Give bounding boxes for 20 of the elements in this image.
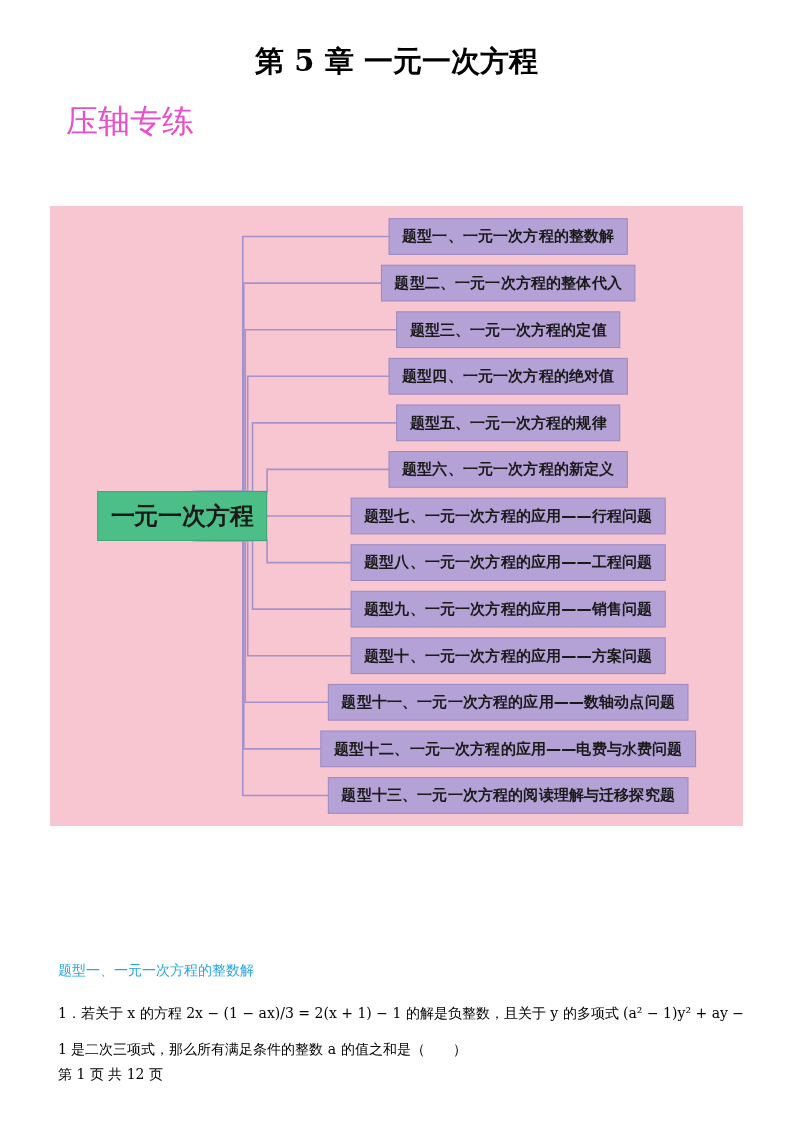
node-box xyxy=(350,637,666,675)
node-box xyxy=(327,777,689,814)
node-box xyxy=(388,357,628,395)
question-text: 1．若关于 x 的方程 2x − (1 − ax)/3 = 2(x + 1) − 1 的解是负整数，且关于 y 的多项式 (a² − 1)y² + ay − 1 是二次三项式，那么所有满足条件的整数 a 的值之和是（ ） xyxy=(58,1004,746,1059)
page-title: 第 5 章 一元一次方程 xyxy=(254,43,539,80)
node-box xyxy=(97,491,268,541)
question-type-heading: 题型一、一元一次方程的整数解 xyxy=(58,962,254,980)
node-box xyxy=(388,218,628,255)
node-box xyxy=(350,497,666,535)
node-box xyxy=(395,311,621,349)
node-box xyxy=(350,590,666,628)
node-box xyxy=(388,451,628,488)
node-box xyxy=(327,683,689,721)
node-box xyxy=(320,730,696,768)
node-box xyxy=(380,264,636,302)
page-footer: 第 1 页 共 12 页 xyxy=(58,1066,163,1084)
section-heading: 压轴专练 xyxy=(66,101,194,142)
mind-map-background: 一元一次方程 题型一、一元一次方程的整数解 题型二、一元一次方程的整体代入 题型三、一元一次方程的定值 题型四、一元一次方程的绝对值 题型五、一元一次方程的规律 题型六、一元一次方程的新定义 题型七、一元一次方程的应用——行程问题 题型八、一元一次方程的应用——工程问题 题型九、一元一次方程的应用——销售问题 题型十、一元一次方程的应用——方案问题 题型十一、一元一次方程的应用——数轴动点问题 题型十二、一元一次方程的应用——电费与水费问题 题型十三、一元一次方程的阅读理解与迁移探究题 xyxy=(50,206,743,826)
node-box xyxy=(350,544,666,581)
node-box xyxy=(395,404,621,442)
